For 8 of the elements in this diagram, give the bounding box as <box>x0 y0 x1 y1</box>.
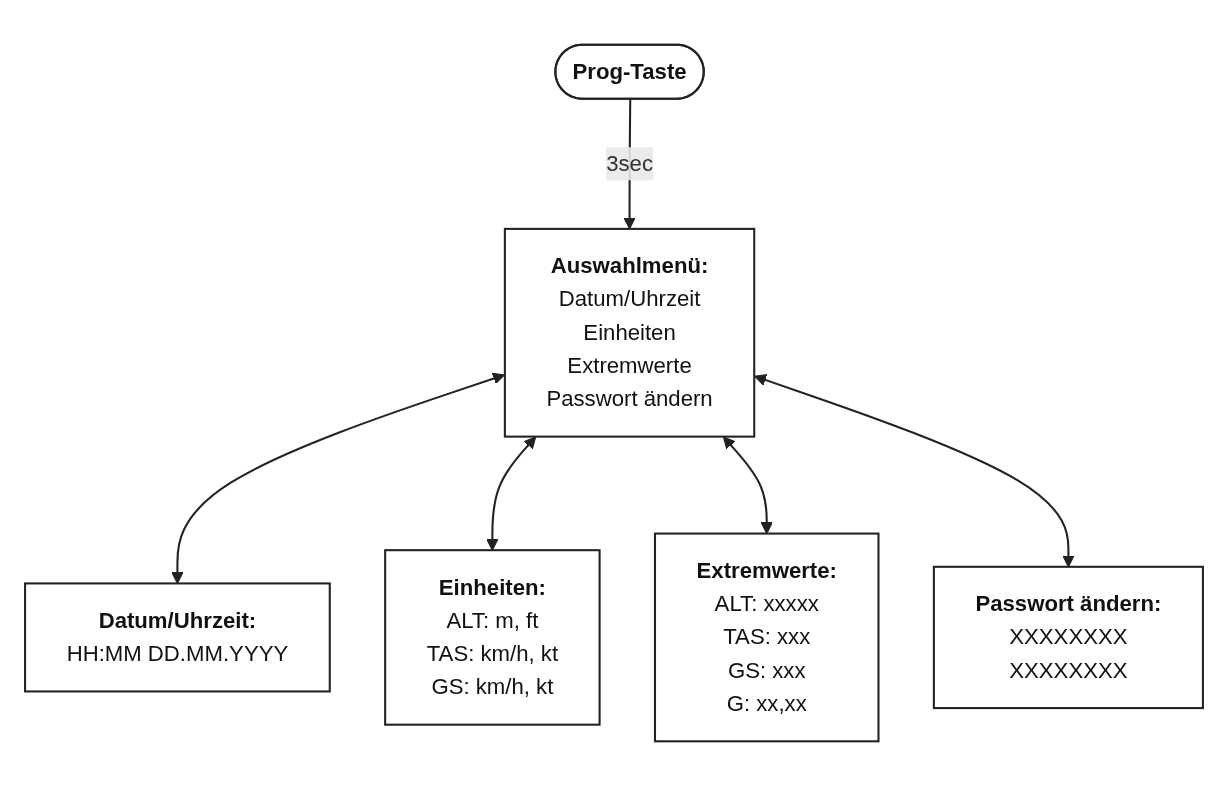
edge-label: 3sec <box>606 150 653 175</box>
arrow <box>754 373 1075 567</box>
arrow <box>722 436 773 534</box>
node-box: Einheiten: ALT: m, ft TAS: km/h, kt GS: km/h, kt <box>384 548 601 726</box>
node-box: Auswahlmenü: Datum/Uhrzeit Einheiten Extremwerte Passwort ändern <box>503 227 756 438</box>
node-box: Extremwerte: ALT: xxxxx TAS: xxx GS: xxx G: xx,xx <box>653 532 880 742</box>
node-box: Passwort ändern: XXXXXXXX XXXXXXXX <box>932 565 1204 709</box>
node-box: Datum/Uhrzeit: HH:MM DD.MM.YYYY <box>24 581 331 692</box>
